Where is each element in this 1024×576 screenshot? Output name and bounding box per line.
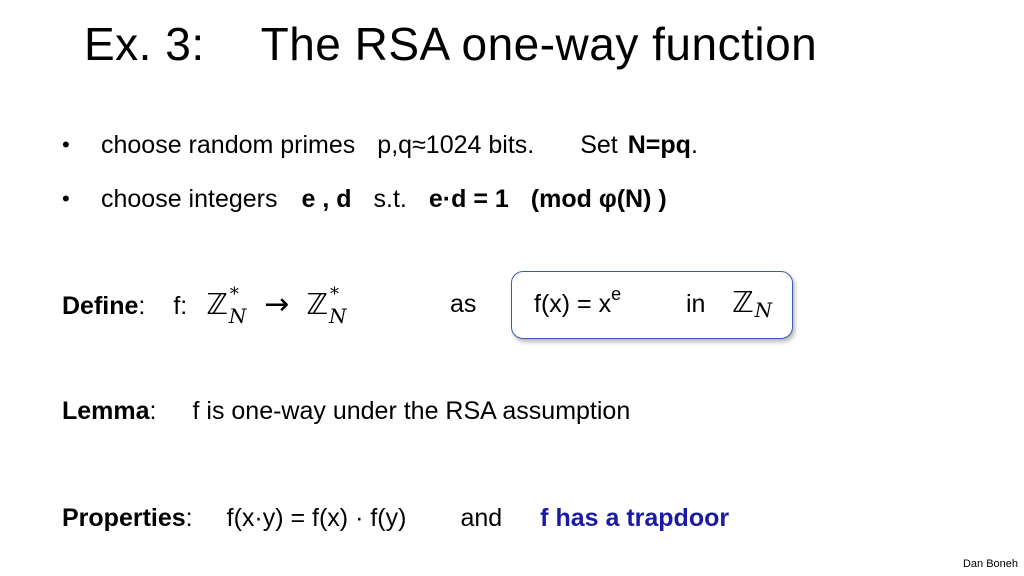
bullet-text: choose random primes bbox=[101, 131, 356, 159]
author-footer: Dan Boneh bbox=[962, 558, 1018, 570]
define-in: in bbox=[686, 290, 706, 318]
define-label: Define bbox=[62, 292, 139, 320]
bullet-bold: (mod φ(N) ) bbox=[530, 185, 667, 213]
bullet-dot: • bbox=[62, 186, 70, 211]
bullet-text: choose integers bbox=[101, 185, 278, 213]
formula-box bbox=[511, 271, 793, 339]
bullet-text: Set bbox=[580, 131, 618, 159]
bullet-bold: N=pq bbox=[627, 131, 691, 159]
slide-title: Ex. 3: The RSA one-way function bbox=[84, 14, 817, 74]
codomain-math: ℤ*N bbox=[306, 284, 346, 328]
ring-math: ℤN bbox=[732, 285, 773, 322]
bullet-bold: e , d bbox=[301, 185, 352, 213]
define-colon: : bbox=[138, 292, 146, 320]
lemma-line: Lemma: f is one-way under the RSA assumpt… bbox=[62, 395, 630, 427]
bullet-text: . bbox=[690, 131, 698, 159]
blackboard-z: ℤ bbox=[206, 287, 228, 321]
arrow-icon: → bbox=[264, 287, 290, 322]
properties-text: f(x·y) = f(x) · f(y) bbox=[226, 504, 407, 532]
define-line: Define:f: ℤ*N → ℤ*N bbox=[62, 284, 346, 328]
approx-symbol: ≈ bbox=[412, 131, 426, 159]
bullet-text: 1024 bits. bbox=[425, 131, 535, 159]
n-sub: N bbox=[228, 304, 247, 328]
bullet-text: p,q bbox=[377, 131, 413, 159]
lemma-label: Lemma bbox=[62, 397, 150, 425]
bullet-bold: e·d = 1 bbox=[428, 185, 509, 213]
blackboard-z: ℤ bbox=[732, 285, 754, 319]
define-formula: f(x) = xe bbox=[534, 284, 621, 322]
properties-label: Properties bbox=[62, 504, 186, 532]
define-as: as bbox=[450, 290, 477, 318]
title-text: The RSA one-way function bbox=[260, 18, 818, 70]
blackboard-z: ℤ bbox=[306, 287, 328, 321]
define-f: f: bbox=[173, 292, 188, 320]
trapdoor-highlight: f has a trapdoor bbox=[540, 504, 730, 532]
formula-text: f(x) = x bbox=[534, 290, 612, 318]
star-sup: * bbox=[329, 284, 339, 305]
properties-colon: : bbox=[185, 504, 193, 532]
title-prefix: Ex. 3: bbox=[84, 18, 205, 70]
lemma-text: f is one-way under the RSA assumption bbox=[192, 397, 631, 425]
n-sub: N bbox=[754, 298, 773, 322]
star-sup: * bbox=[229, 284, 239, 305]
properties-line: Properties: f(x·y) = f(x) · f(y) and f has … bbox=[62, 502, 729, 534]
bullet-text: s.t. bbox=[373, 185, 407, 213]
formula-exponent: e bbox=[611, 284, 622, 304]
lemma-colon: : bbox=[149, 397, 157, 425]
properties-and: and bbox=[460, 504, 503, 532]
n-sub: N bbox=[328, 304, 347, 328]
bullet-dot: • bbox=[62, 132, 70, 157]
domain-math: ℤ*N bbox=[206, 284, 254, 328]
